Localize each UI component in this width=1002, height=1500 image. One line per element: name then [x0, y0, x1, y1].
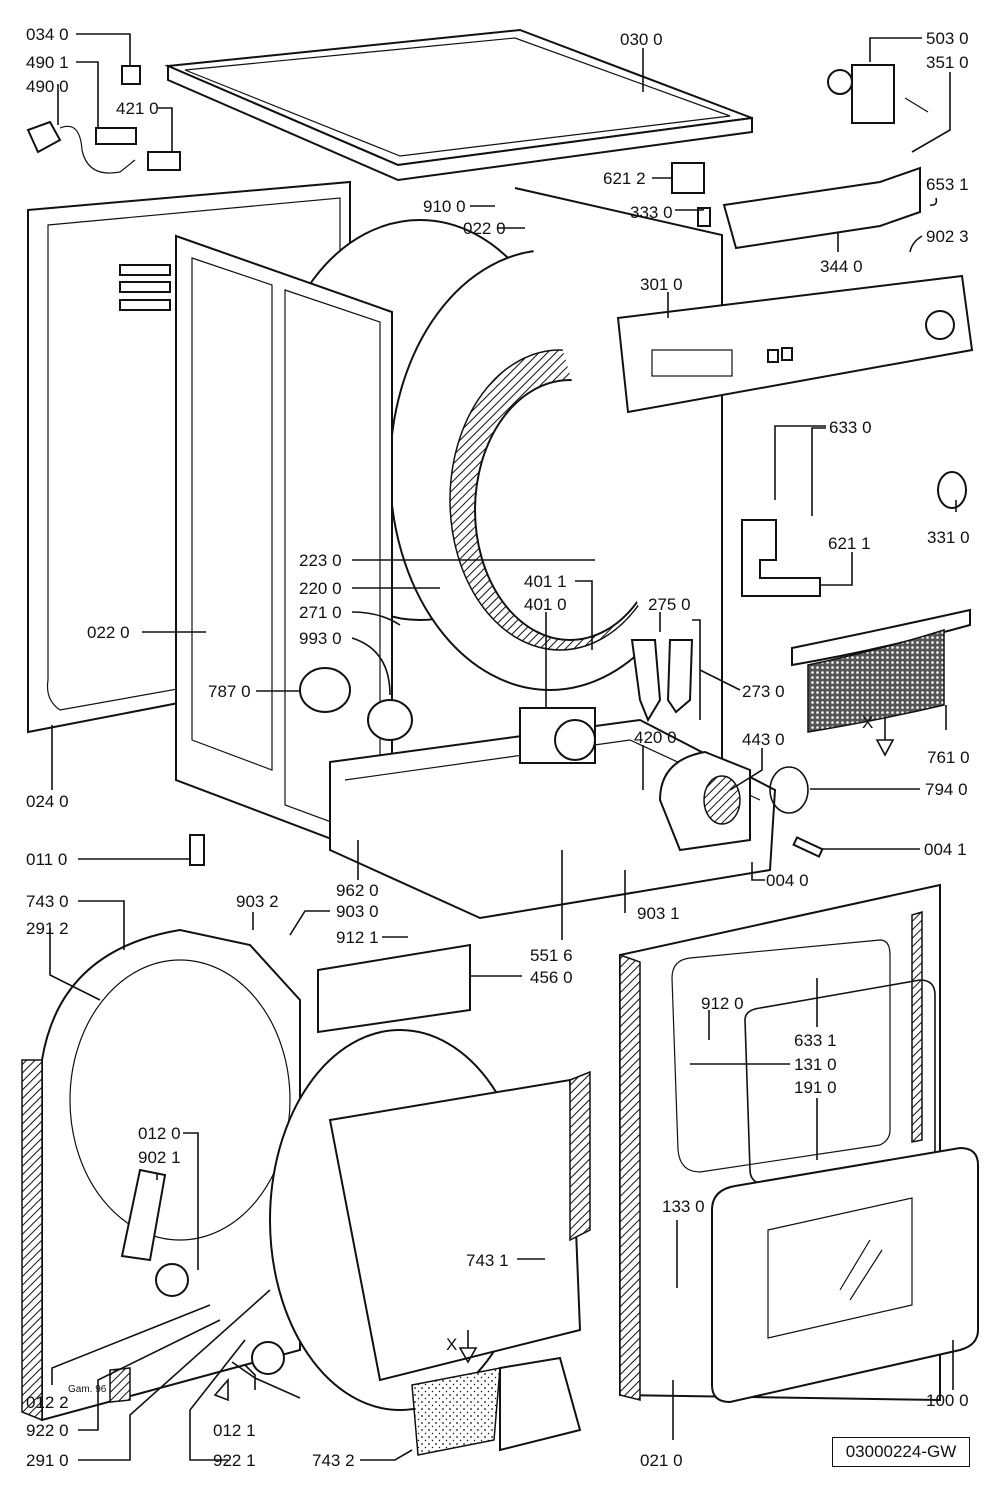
callout-903-2: 903 2: [236, 892, 279, 911]
reference-code: 03000224-GW: [832, 1437, 970, 1467]
airflow-marker-bulkhead: X: [446, 1335, 457, 1354]
control-bracket: [722, 166, 921, 250]
callout-903-1: 903 1: [637, 904, 680, 923]
callout-902-3: 902 3: [926, 227, 969, 246]
callout-621-2: 621 2: [603, 169, 646, 188]
callout-022-0-right: 022 0: [463, 219, 506, 238]
motor: [519, 707, 596, 764]
timer: [827, 64, 929, 124]
control-panel: [616, 274, 974, 414]
callout-012-0: 012 0: [138, 1124, 181, 1143]
callout-456-0: 456 0: [530, 968, 573, 987]
callout-191-0: 191 0: [794, 1078, 837, 1097]
callout-903-0: 903 0: [336, 902, 379, 921]
heating-coil: [299, 667, 413, 741]
callout-743-2: 743 2: [312, 1451, 355, 1470]
top-cover: [164, 28, 753, 182]
airflow-marker-filter: X: [862, 713, 873, 732]
callout-401-1: 401 1: [524, 572, 567, 591]
hinge-plate: [792, 836, 824, 858]
callout-401-0: 401 0: [524, 595, 567, 614]
callout-273-0: 273 0: [742, 682, 785, 701]
callout-011-0: 011 0: [26, 850, 67, 869]
callout-922-0: 922 0: [26, 1421, 69, 1440]
callout-490-1: 490 1: [26, 53, 69, 72]
callout-012-2: 012 2: [26, 1393, 69, 1412]
callout-653-1: 653 1: [926, 175, 969, 194]
callout-351-0: 351 0: [926, 53, 969, 72]
callout-633-1: 633 1: [794, 1031, 837, 1050]
callout-922-1: 922 1: [213, 1451, 256, 1470]
rear-bulkhead: [21, 928, 301, 1422]
callout-421-0: 421 0: [116, 99, 159, 118]
callout-220-0: 220 0: [299, 579, 342, 598]
callout-022-0-left: 022 0: [87, 623, 130, 642]
callout-012-1: 012 1: [213, 1421, 256, 1440]
switch-cover: [147, 151, 181, 171]
callout-labels: 034 0 490 1 490 0 421 0 030 0 503 0 351 …: [26, 25, 970, 1470]
fluff-filter: [791, 608, 971, 733]
callout-004-0: 004 0: [766, 871, 809, 890]
callout-621-1: 621 1: [828, 534, 871, 553]
callout-910-0: 910 0: [423, 197, 466, 216]
indicator-lamp: [697, 207, 711, 227]
leader-lines: [49, 33, 957, 1461]
front-bulkhead: [269, 1029, 591, 1411]
callout-993-0: 993 0: [299, 629, 342, 648]
mains-cable: [26, 120, 136, 174]
callout-301-0: 301 0: [640, 275, 683, 294]
callout-271-0: 271 0: [299, 603, 342, 622]
fan-housing: [658, 750, 751, 852]
front-roller: [251, 1341, 285, 1375]
callout-761-0: 761 0: [927, 748, 970, 767]
foot: [189, 834, 205, 866]
callout-034-0: 034 0: [26, 25, 69, 44]
callout-743-0: 743 0: [26, 892, 69, 911]
callout-551-6: 551 6: [530, 946, 573, 965]
switch-block: [741, 519, 821, 597]
callout-633-0: 633 0: [829, 418, 872, 437]
airflow-arrows: [213, 718, 895, 1402]
callout-275-0: 275 0: [648, 595, 691, 614]
plug-holder: [121, 65, 141, 85]
suppressor-filter: [95, 127, 137, 145]
gasket-ring: [769, 766, 809, 814]
callout-291-2: 291 2: [26, 919, 69, 938]
callout-902-1: 902 1: [138, 1148, 181, 1167]
callout-344-0: 344 0: [820, 257, 863, 276]
callout-131-0: 131 0: [794, 1055, 837, 1074]
callout-787-0: 787 0: [208, 682, 251, 701]
callout-490-0: 490 0: [26, 77, 69, 96]
callout-962-0: 962 0: [336, 881, 379, 900]
callout-100-0: 100 0: [926, 1391, 969, 1410]
callout-503-0: 503 0: [926, 29, 969, 48]
callout-133-0: 133 0: [662, 1197, 705, 1216]
belt-tensioner: [630, 639, 694, 723]
timer-knob: [937, 471, 967, 509]
callout-291-0: 291 0: [26, 1451, 69, 1470]
panel-marking: Gam. 96: [68, 1384, 107, 1395]
callout-004-1: 004 1: [924, 840, 967, 859]
callout-024-0: 024 0: [26, 792, 69, 811]
callout-743-1: 743 1: [466, 1251, 509, 1270]
switch: [671, 162, 705, 194]
callout-420-0: 420 0: [634, 728, 677, 747]
callout-794-0: 794 0: [925, 780, 968, 799]
callout-021-0: 021 0: [640, 1451, 683, 1470]
heating-element: [317, 943, 471, 1034]
callout-912-1: 912 1: [336, 928, 379, 947]
callout-912-0: 912 0: [701, 994, 744, 1013]
callout-333-0: 333 0: [630, 203, 673, 222]
filter-housing: [411, 1356, 582, 1456]
drum-roller: [155, 1263, 189, 1297]
door: [711, 1146, 979, 1404]
callout-443-0: 443 0: [742, 730, 785, 749]
callout-331-0: 331 0: [927, 528, 970, 547]
callout-030-0: 030 0: [620, 30, 663, 49]
callout-223-0: 223 0: [299, 551, 342, 570]
